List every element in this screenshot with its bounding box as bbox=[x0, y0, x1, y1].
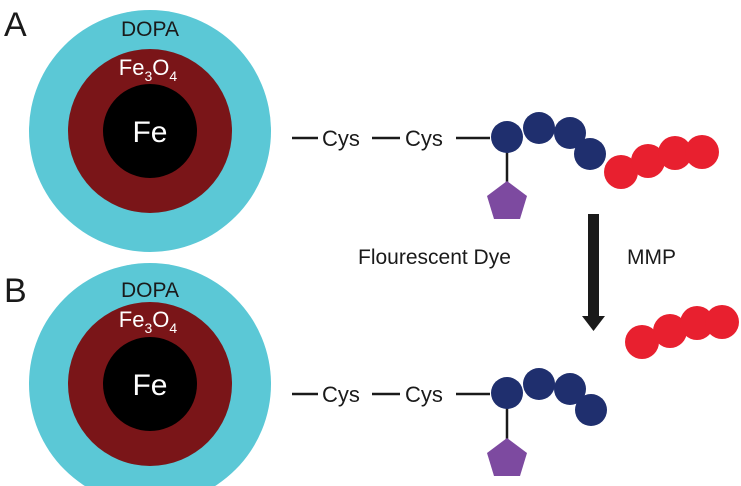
cleaved-fragment bbox=[625, 305, 739, 359]
core-fe-label: Fe bbox=[132, 369, 167, 402]
fe3o4-sub2: 4 bbox=[169, 68, 177, 84]
dopa-label: DOPA bbox=[121, 18, 179, 41]
fe3o4-mid: O bbox=[152, 55, 169, 80]
iron-core bbox=[103, 337, 197, 431]
peptide-bead-blue bbox=[523, 368, 555, 400]
fe3o4-sub1: 3 bbox=[144, 320, 152, 336]
panel-b-nanoparticle: DOPA Fe3O4 Fe bbox=[29, 263, 271, 486]
panel-b-linker: Cys Cys bbox=[292, 382, 490, 407]
panel-a-nanoparticle: DOPA Fe3O4 Fe bbox=[29, 10, 271, 252]
cys-label-2: Cys bbox=[405, 382, 443, 407]
mmp-label: MMP bbox=[627, 246, 676, 269]
cleavage-arrow bbox=[582, 214, 605, 331]
panel-b-label: B bbox=[4, 272, 27, 310]
fe3o4-label: Fe3O4 bbox=[119, 55, 178, 84]
core-fe-label: Fe bbox=[132, 116, 167, 149]
fluorescent-dye-label: Flourescent Dye bbox=[358, 246, 511, 269]
fluorescent-dye-pentagon bbox=[487, 438, 527, 476]
fe3o4-base: Fe bbox=[119, 55, 145, 80]
peptide-bead-red bbox=[705, 305, 739, 339]
peptide-bead-blue bbox=[523, 112, 555, 144]
peptide-bead-blue bbox=[491, 121, 523, 153]
peptide-bead-red bbox=[658, 136, 692, 170]
peptide-bead-red bbox=[685, 135, 719, 169]
fe3o4-label: Fe3O4 bbox=[119, 307, 178, 336]
peptide-bead-blue bbox=[491, 377, 523, 409]
peptide-bead-blue bbox=[554, 373, 586, 405]
cys-label-2: Cys bbox=[405, 126, 443, 151]
panel-a-peptide bbox=[487, 112, 719, 219]
fe3o4-base: Fe bbox=[119, 307, 145, 332]
peptide-bead-blue bbox=[575, 394, 607, 426]
peptide-bead-blue bbox=[554, 117, 586, 149]
panel-a: A DOPA Fe3O4 Fe Cys Cys bbox=[4, 6, 719, 252]
peptide-bead-red bbox=[604, 155, 638, 189]
fe3o4-sub1: 3 bbox=[144, 68, 152, 84]
dopa-label: DOPA bbox=[121, 279, 179, 302]
iron-core bbox=[103, 84, 197, 178]
cys-label-1: Cys bbox=[322, 382, 360, 407]
peptide-bead-red bbox=[653, 314, 687, 348]
fluorescent-dye-pentagon bbox=[487, 181, 527, 219]
panel-a-linker: Cys Cys bbox=[292, 126, 490, 151]
arrow-shaft bbox=[588, 214, 599, 318]
arrow-head bbox=[582, 316, 605, 331]
panel-b-peptide bbox=[487, 368, 607, 476]
panel-b: B DOPA Fe3O4 Fe Cys Cys bbox=[4, 263, 607, 486]
peptide-bead-blue bbox=[574, 138, 606, 170]
peptide-bead-red bbox=[631, 144, 665, 178]
peptide-bead-red bbox=[625, 325, 659, 359]
fe3o4-mid: O bbox=[152, 307, 169, 332]
panel-a-label: A bbox=[4, 6, 27, 44]
cys-label-1: Cys bbox=[322, 126, 360, 151]
peptide-bead-red bbox=[680, 306, 714, 340]
fe3o4-sub2: 4 bbox=[169, 320, 177, 336]
